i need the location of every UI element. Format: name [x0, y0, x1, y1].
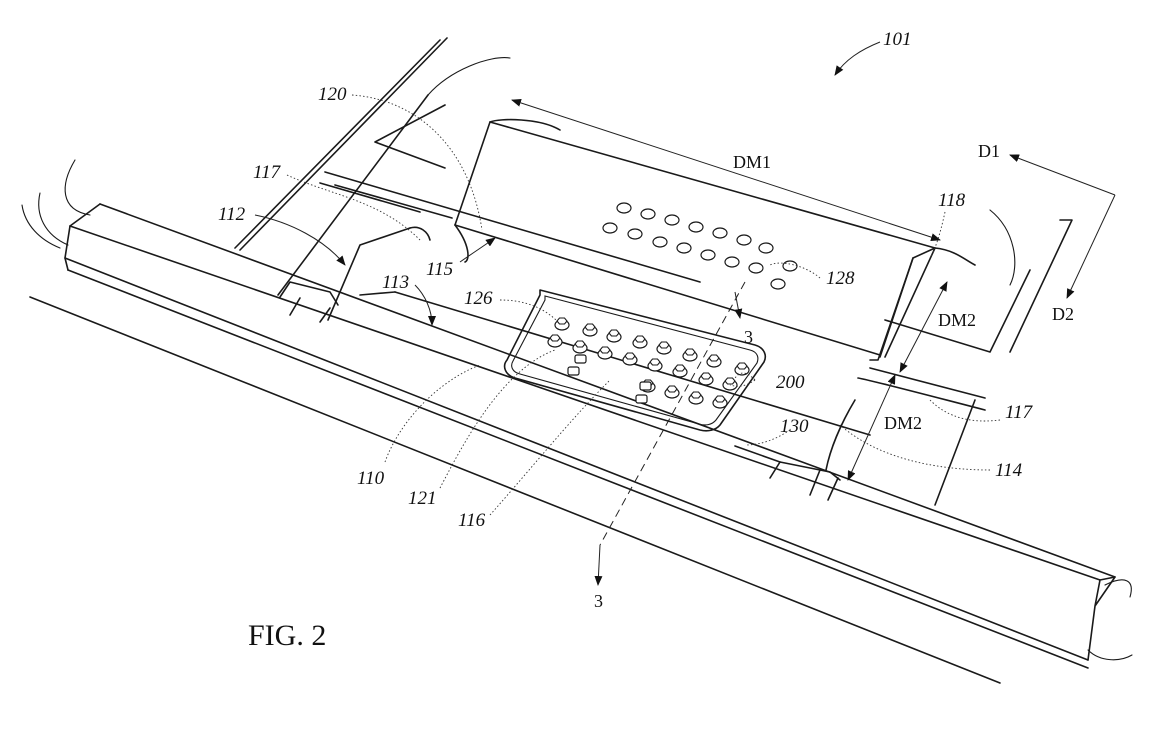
- ref-115: 115: [426, 259, 453, 280]
- ref-101: 101: [883, 29, 912, 50]
- bolt: [554, 317, 570, 331]
- hole: [782, 260, 798, 272]
- label-d1: D1: [978, 141, 1000, 161]
- hole: [724, 256, 740, 268]
- hole: [758, 242, 774, 254]
- bolt: [582, 323, 598, 337]
- bolt: [698, 372, 714, 386]
- reference-labels: 101 120 117 112 115 113 126 128 118 200 …: [218, 29, 1034, 531]
- stud: [635, 394, 648, 404]
- bolt-pocket: [503, 289, 767, 432]
- stud: [574, 354, 587, 364]
- bolt: [722, 377, 738, 391]
- ref-118: 118: [938, 190, 966, 211]
- ref-121: 121: [408, 488, 437, 509]
- dimension-labels: DM1 DM2 DM2 D1 D2 3 3: [594, 141, 1074, 611]
- bolt: [597, 346, 613, 360]
- hole: [736, 234, 752, 246]
- hole: [627, 228, 643, 240]
- hole: [602, 222, 618, 234]
- label-dm2-upper: DM2: [938, 310, 976, 330]
- ref-112: 112: [218, 204, 246, 225]
- hole-array: [602, 202, 798, 290]
- bolt: [712, 395, 728, 409]
- bolt: [622, 352, 638, 366]
- figure-caption: FIG. 2: [248, 619, 326, 652]
- bolt: [688, 391, 704, 405]
- bolt: [547, 334, 563, 348]
- ref-117-lower: 117: [1005, 402, 1034, 423]
- stud: [567, 366, 580, 376]
- ref-116: 116: [458, 510, 486, 531]
- bolt: [632, 335, 648, 349]
- dimension-arrows: [511, 98, 1116, 481]
- hole: [616, 202, 632, 214]
- ref-126: 126: [464, 288, 493, 309]
- hole: [748, 262, 764, 274]
- bolt: [706, 354, 722, 368]
- section-marker-upper: 3: [744, 327, 753, 347]
- label-dm1: DM1: [733, 152, 771, 172]
- bolt: [572, 340, 588, 354]
- ref-113: 113: [382, 272, 409, 293]
- section-marker-lower: 3: [594, 591, 603, 611]
- hole: [676, 242, 692, 254]
- ref-117-upper: 117: [253, 162, 282, 183]
- label-dm2-lower: DM2: [884, 413, 922, 433]
- ref-130: 130: [780, 416, 809, 437]
- label-d2: D2: [1052, 304, 1074, 324]
- hole: [688, 221, 704, 233]
- bolt-array: [547, 317, 750, 409]
- ref-128: 128: [826, 268, 855, 289]
- bolt: [682, 348, 698, 362]
- bolt: [647, 358, 663, 372]
- leader-lines: [254, 41, 1001, 516]
- bolt: [734, 362, 750, 376]
- hole: [640, 208, 656, 220]
- hole: [664, 214, 680, 226]
- stud: [639, 381, 652, 391]
- bolt: [606, 329, 622, 343]
- hole: [700, 249, 716, 261]
- ref-114: 114: [995, 460, 1023, 481]
- hole: [652, 236, 668, 248]
- ref-120: 120: [318, 84, 347, 105]
- hole: [712, 227, 728, 239]
- hole: [770, 278, 786, 290]
- section-line: [594, 281, 746, 586]
- rail-assembly: [21, 159, 1133, 684]
- bolt: [672, 364, 688, 378]
- bolt: [664, 385, 680, 399]
- ref-200: 200: [776, 372, 805, 393]
- panel-structure: [234, 37, 1073, 506]
- bolt: [656, 341, 672, 355]
- ref-110: 110: [357, 468, 385, 489]
